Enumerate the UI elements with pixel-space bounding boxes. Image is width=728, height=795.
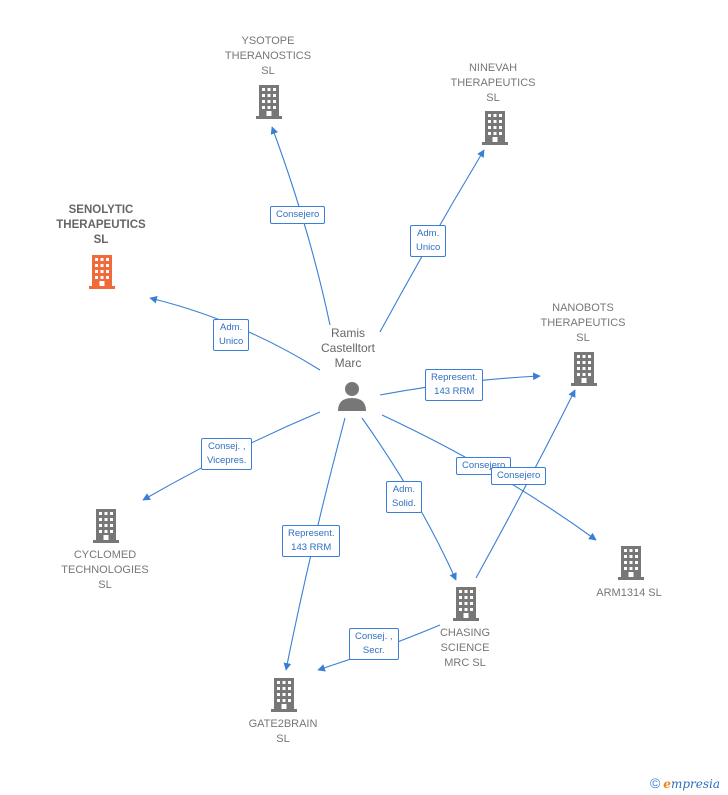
company-gate2brain[interactable]: GATE2BRAIN SL xyxy=(248,718,318,745)
company-ninevah[interactable]: NINEVAH THERAPEUTICS SL xyxy=(450,62,536,104)
brand-initial: e xyxy=(663,777,671,791)
company-cyclomed[interactable]: CYCLOMED TECHNOLOGIES SL xyxy=(61,549,149,591)
company-nanobots[interactable]: NANOBOTS THERAPEUTICS SL xyxy=(540,302,626,344)
building-icon xyxy=(482,111,508,145)
person-icon xyxy=(338,382,366,411)
building-icon xyxy=(271,678,297,712)
building-icon-main xyxy=(89,255,115,289)
edge-label-cyclomed: Consej. , Vicepres. xyxy=(201,438,253,470)
brand-watermark: ©empresia xyxy=(650,775,720,791)
edge-label-nanobots: Represent. 143 RRM xyxy=(425,369,484,401)
building-icon xyxy=(256,85,282,119)
person-name[interactable]: Ramis Castelltort Marc xyxy=(320,326,376,370)
edge-label-chasing-nanobots: Consejero xyxy=(491,467,547,485)
brand-name: mpresia xyxy=(670,777,720,791)
company-senolytic[interactable]: SENOLYTIC THERAPEUTICS SL xyxy=(56,204,146,246)
company-arm1314[interactable]: ARM1314 SL xyxy=(596,587,662,599)
edge-label-gate2brain: Represent. 143 RRM xyxy=(282,525,341,557)
edge-label-ninevah: Adm. Unico xyxy=(410,225,447,257)
edge-label-chasing-gate2brain: Consej. , Secr. xyxy=(349,628,399,660)
edge-arm1314 xyxy=(381,414,597,541)
company-ysotope[interactable]: YSOTOPE THERANOSTICS SL xyxy=(224,35,312,77)
edge-label-chasing: Adm. Solid. xyxy=(386,481,422,513)
building-icon xyxy=(93,509,119,543)
building-icon xyxy=(571,352,597,386)
building-icon xyxy=(618,546,644,580)
edge-label-ysotope: Consejero xyxy=(270,206,326,224)
company-chasing[interactable]: CHASING SCIENCE MRC SL xyxy=(439,627,491,669)
edge-ysotope xyxy=(270,126,331,326)
copyright-icon: © xyxy=(649,775,661,791)
edge-label-senolytic: Adm. Unico xyxy=(213,319,250,351)
building-icon xyxy=(453,587,479,621)
